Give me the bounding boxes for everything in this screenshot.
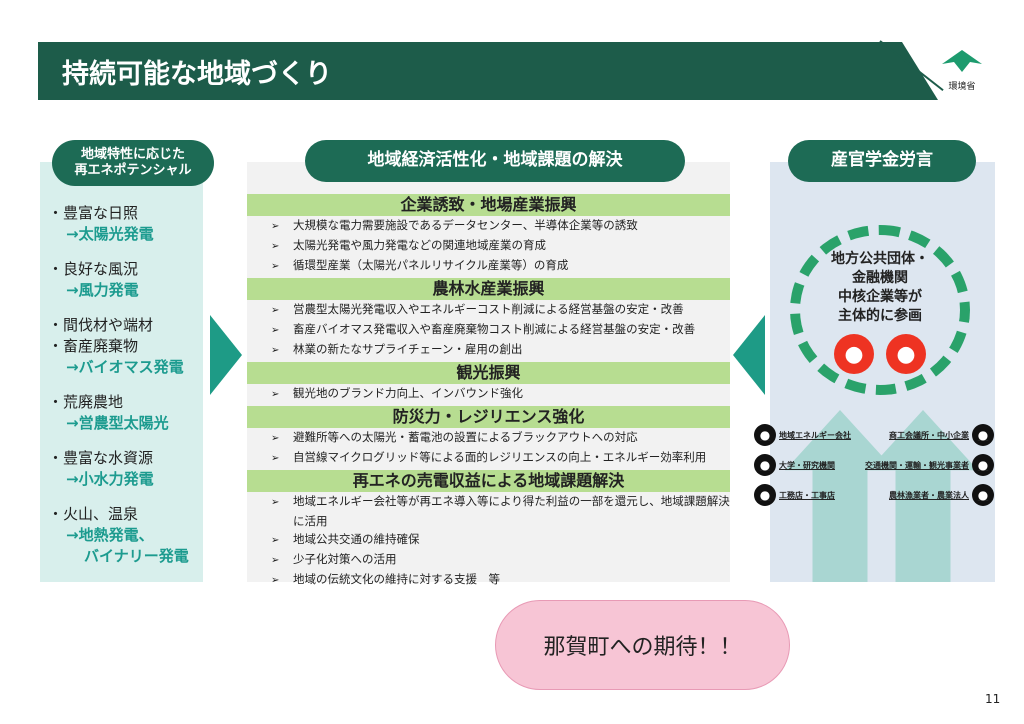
circle-line: 金融機関	[852, 270, 908, 286]
circle-label: 地方公共団体・ 金融機関 中核企業等が 主体的に参画 ● ●	[800, 250, 960, 374]
potential-source: ・火山、温泉	[48, 505, 139, 523]
potential-result: →営農型太陽光	[66, 414, 169, 432]
potential-header: 地域特性に応じた 再エネポテンシャル	[52, 140, 214, 186]
solutions-header: 地域経済活性化・地域課題の解決	[305, 140, 685, 182]
cycle-arrows-icon	[790, 225, 970, 395]
potential-source: ・良好な風況	[48, 260, 139, 278]
section-title: 観光振興	[247, 362, 730, 384]
potential-result: →地熱発電、	[66, 526, 154, 544]
title-banner	[38, 42, 938, 100]
section-title: 防災力・レジリエンス強化	[247, 406, 730, 428]
potential-source: ・間伐材や端材	[48, 316, 154, 334]
potential-result: →風力発電	[66, 281, 139, 299]
person-icon: ●	[754, 454, 776, 476]
section-bullet: 林業の新たなサプライチェーン・雇用の創出	[247, 340, 730, 360]
potential-result: バイナリー発電	[84, 547, 189, 565]
potential-source: ・荒廃農地	[48, 393, 124, 411]
page-number: 11	[985, 692, 1001, 706]
potential-item: ・火山、温泉 →地熱発電、バイナリー発電	[40, 503, 203, 566]
section-bullet: 循環型産業（太陽光パネルリサイクル産業等）の育成	[247, 256, 730, 276]
person-icon: ●	[972, 484, 994, 506]
actor-label: 商工会議所・中小企業	[889, 430, 969, 440]
potential-result: →バイオマス発電	[66, 358, 184, 376]
potential-item: ・荒廃農地 →営農型太陽光	[40, 391, 203, 433]
section-bullet: 営農型太陽光発電収入やエネルギーコスト削減による経営基盤の安定・改善	[247, 300, 730, 320]
person-icon: ●	[754, 424, 776, 446]
actor-item: 交通機関・運輸・観光事業者●	[865, 454, 994, 476]
section-title: 農林水産業振興	[247, 278, 730, 300]
section-title: 企業誘致・地場産業振興	[247, 194, 730, 216]
section-bullet: 避難所等への太陽光・蓄電池の設置によるブラックアウトへの対応	[247, 428, 730, 448]
actor-item: 農林漁業者・農業法人●	[865, 484, 994, 506]
potential-source: ・豊富な水資源	[48, 449, 154, 467]
actor-label: 大学・研究機関	[779, 460, 835, 470]
section-bullet: 太陽光発電や風力発電などの関連地域産業の育成	[247, 236, 730, 256]
circle-line: 主体的に参画	[838, 308, 922, 324]
header-line: 地域特性に応じた	[80, 146, 185, 162]
person-icon: ●	[886, 334, 926, 374]
potential-panel: ・豊富な日照 →太陽光発電・良好な風況 →風力発電・間伐材や端材・畜産廃棄物 →バイオ…	[40, 162, 203, 582]
actor-label: 農林漁業者・農業法人	[889, 490, 969, 500]
section-bullet: 自営線マイクログリッド等による面的レジリエンスの向上・エネルギー効率利用	[247, 448, 730, 468]
person-icon: ●	[754, 484, 776, 506]
section-bullet: 地域エネルギー会社等が再エネ導入等により得た利益の一部を還元し、地域課題解決に活…	[247, 492, 730, 530]
section-bullet: 観光地のブランド力向上、インバウンド強化	[247, 384, 730, 404]
section-bullet: 大規模な電力需要施設であるデータセンター、半導体企業等の誘致	[247, 216, 730, 236]
section-bullet: 少子化対策への活用	[247, 550, 730, 570]
header-line: 再エネポテンシャル	[74, 163, 192, 178]
potential-item: ・豊富な日照 →太陽光発電	[40, 202, 203, 244]
section-title: 再エネの売電収益による地域課題解決	[247, 470, 730, 492]
actor-label: 地域エネルギー会社	[779, 430, 851, 440]
expectation-cloud: 那賀町への期待！！	[495, 600, 790, 690]
potential-source: ・豊富な日照	[48, 204, 139, 222]
stakeholders-header: 産官学金労言	[788, 140, 976, 182]
chevron-right-icon	[210, 315, 242, 395]
actor-item: ●大学・研究機関	[754, 454, 851, 476]
potential-item: ・豊富な水資源 →小水力発電	[40, 447, 203, 489]
actor-item: ●工務店・工事店	[754, 484, 851, 506]
ministry-logo: 環境省	[938, 48, 986, 92]
actor-item: ●地域エネルギー会社	[754, 424, 851, 446]
chevron-left-icon	[733, 315, 765, 395]
actor-label: 交通機関・運輸・観光事業者	[865, 460, 969, 470]
person-icon: ●	[972, 454, 994, 476]
circle-line: 中核企業等が	[838, 289, 922, 305]
actor-label: 工務店・工事店	[779, 490, 835, 500]
potential-result: →小水力発電	[66, 470, 154, 488]
section-bullet: 地域公共交通の維持確保	[247, 530, 730, 550]
actor-item: 商工会議所・中小企業●	[865, 424, 994, 446]
solutions-panel: 企業誘致・地場産業振興大規模な電力需要施設であるデータセンター、半導体企業等の誘…	[247, 162, 730, 586]
person-icon: ●	[834, 334, 874, 374]
potential-result: →太陽光発電	[66, 225, 154, 243]
potential-source: ・畜産廃棄物	[48, 337, 139, 355]
page-title: 持続可能な地域づくり	[62, 59, 332, 90]
mountain-logo-icon	[942, 50, 982, 72]
person-icon: ●	[972, 424, 994, 446]
section-bullet: 地域の伝統文化の維持に対する支援 等	[247, 570, 730, 590]
circle-line: 地方公共団体・	[831, 251, 929, 267]
potential-item: ・良好な風況 →風力発電	[40, 258, 203, 300]
logo-text: 環境省	[948, 82, 976, 92]
section-bullet: 畜産バイオマス発電収入や畜産廃棄物コスト削減による経営基盤の安定・改善	[247, 320, 730, 340]
potential-item: ・間伐材や端材・畜産廃棄物 →バイオマス発電	[40, 314, 203, 377]
